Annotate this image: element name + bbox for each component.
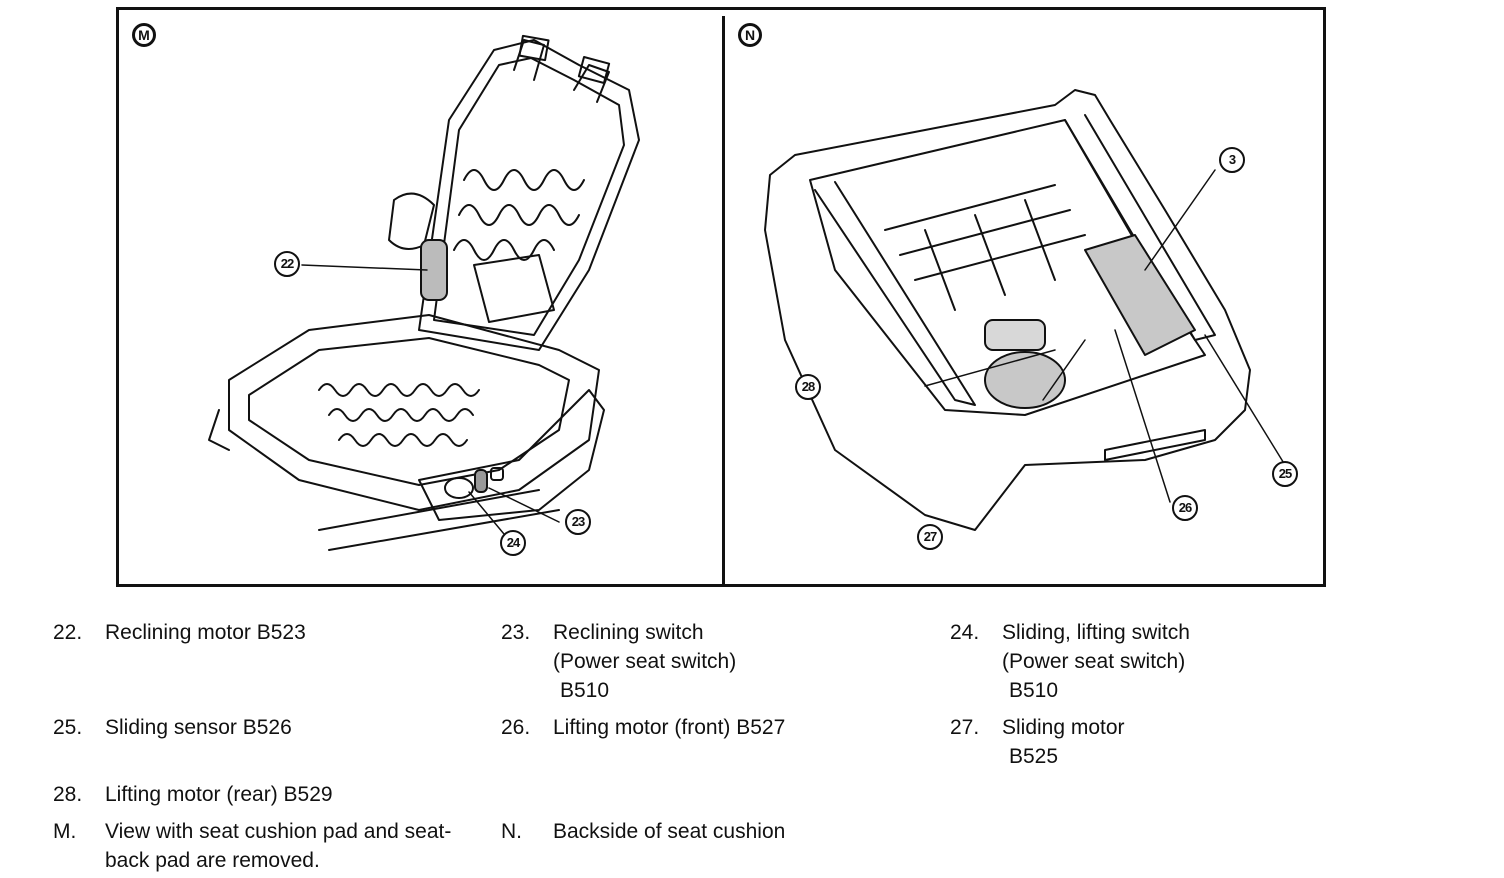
cushion-backside-drawing <box>764 89 1286 531</box>
legend-number: 22. <box>53 621 83 644</box>
panel-divider <box>722 16 725 584</box>
legend-number: 23. <box>501 621 531 644</box>
legend-text: Lifting motor (rear) B529 <box>105 783 333 806</box>
legend-number: 27. <box>950 716 980 739</box>
callout-28: 28 <box>795 374 821 400</box>
callout-22: 22 <box>274 251 300 277</box>
legend-number: 24. <box>950 621 980 644</box>
panel-n-cushion-backside: N 3 25 26 27 28 <box>725 10 1323 584</box>
legend-text: Reclining switch(Power seat switch)B510 <box>553 621 737 702</box>
legend-text: Backside of seat cushion <box>553 820 786 843</box>
legend-text: Lifting motor (front) B527 <box>553 716 786 739</box>
legend-number: 26. <box>501 716 531 739</box>
panel-tag-n: N <box>738 23 762 47</box>
legend-number: 25. <box>53 716 83 739</box>
legend-text: Reclining motor B523 <box>105 621 306 644</box>
seat-component-figure: M 22 23 24 <box>116 7 1326 587</box>
panel-m-seat-frame: M 22 23 24 <box>119 10 722 584</box>
legend-letter: N. <box>501 820 522 843</box>
legend-text: Sliding, lifting switch(Power seat switc… <box>1002 621 1190 702</box>
callout-26: 26 <box>1172 495 1198 521</box>
legend-text: View with seat cushion pad and seat-back… <box>105 820 452 872</box>
callout-27: 27 <box>917 524 943 550</box>
seat-frame-drawing <box>208 34 640 551</box>
legend-text: Sliding sensor B526 <box>105 716 292 739</box>
legend-number: 28. <box>53 783 83 806</box>
callout-23: 23 <box>565 509 591 535</box>
legend-letter: M. <box>53 820 77 843</box>
callout-3: 3 <box>1219 147 1245 173</box>
panel-tag-m: M <box>132 23 156 47</box>
callout-24: 24 <box>500 530 526 556</box>
callout-25: 25 <box>1272 461 1298 487</box>
